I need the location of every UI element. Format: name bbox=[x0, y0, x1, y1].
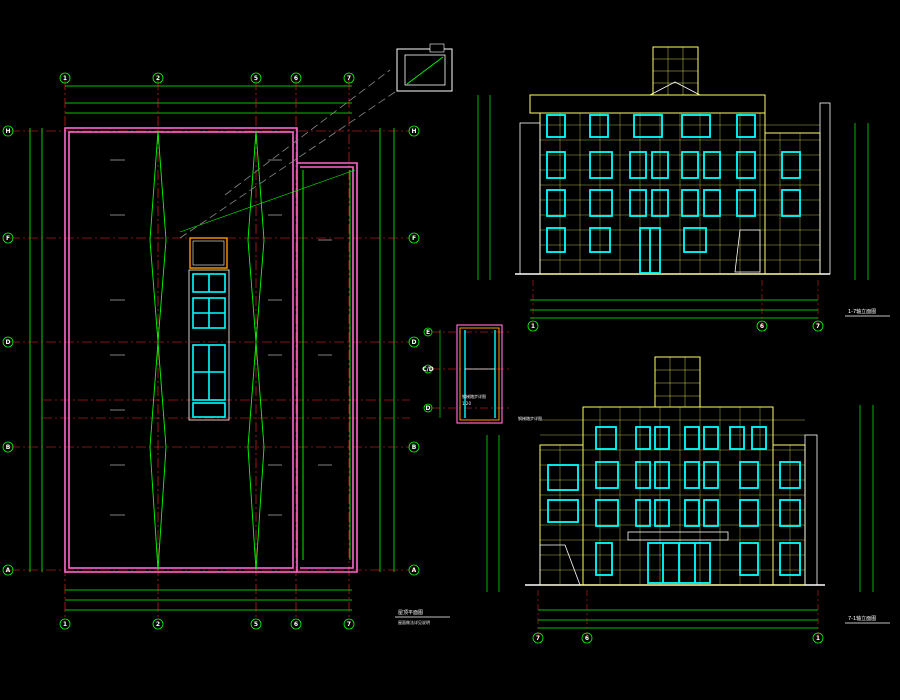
plan-grid-bottom: 1 2 5 6 7 bbox=[59, 618, 355, 630]
grid-label: 7 bbox=[347, 75, 351, 82]
grid-label: C/D bbox=[422, 366, 434, 373]
grid-label: 6 bbox=[294, 621, 298, 628]
grid-label: A bbox=[412, 567, 417, 574]
grid-label: 6 bbox=[760, 323, 764, 330]
grid-label: 5 bbox=[254, 75, 258, 82]
plan-title: 屋顶平面图 bbox=[398, 610, 423, 616]
grid-label: B bbox=[6, 444, 11, 451]
detail-label: 钢梯踏步详图 bbox=[462, 393, 486, 399]
plan-grid-right: H F D B A bbox=[408, 125, 420, 576]
grid-label: F bbox=[412, 235, 416, 242]
grid-label: D bbox=[6, 339, 11, 346]
grid-label: 2 bbox=[156, 75, 160, 82]
plan-grid-left: H F D B A bbox=[2, 125, 14, 576]
grid-label: 6 bbox=[294, 75, 298, 82]
elevation-bottom-title: 7-1轴立面图 bbox=[848, 615, 876, 622]
elevation-top: 1 6 7 1-7轴立面图 bbox=[477, 46, 890, 332]
grid-label: 1 bbox=[531, 323, 535, 330]
elevation-bottom-grid: 7 6 1 bbox=[532, 632, 824, 644]
grid-label: H bbox=[411, 128, 416, 135]
grid-label: 1 bbox=[63, 75, 67, 82]
stair-shaft bbox=[188, 237, 230, 421]
grid-label: 5 bbox=[254, 621, 258, 628]
plan-grid-top: 1 2 5 6 7 bbox=[59, 72, 355, 84]
detail-scale: 1:20 bbox=[462, 401, 471, 406]
grid-label: F bbox=[6, 235, 10, 242]
grid-label: E bbox=[426, 329, 430, 336]
elevation-top-grid: 1 6 7 bbox=[527, 320, 824, 332]
roof-plan: 1 2 5 6 7 1 2 5 6 7 H F D bbox=[2, 69, 450, 630]
grid-label: 2 bbox=[156, 621, 160, 628]
grid-label: 7 bbox=[816, 323, 820, 330]
elevation-top-title: 1-7轴立面图 bbox=[848, 308, 876, 315]
elevation-bottom: 7 6 1 钢梯踏步详图 7-1轴立面图 bbox=[486, 356, 890, 644]
grid-label: D bbox=[426, 405, 431, 412]
grid-label: 1 bbox=[816, 635, 820, 642]
grid-label: 6 bbox=[585, 635, 589, 642]
grid-label: A bbox=[6, 567, 11, 574]
grid-label: 7 bbox=[347, 621, 351, 628]
grid-label: D bbox=[412, 339, 417, 346]
zoom-detail-box bbox=[396, 43, 453, 92]
grid-label: H bbox=[5, 128, 10, 135]
stair-detail: E C/D D 钢梯踏步详图 1:20 bbox=[422, 324, 510, 424]
grid-label: 1 bbox=[63, 621, 67, 628]
grid-label: 7 bbox=[536, 635, 540, 642]
elevation-bottom-note: 钢梯踏步详图 bbox=[518, 415, 542, 421]
plan-subtitle: 屋面做法详见说明 bbox=[398, 619, 430, 625]
grid-label: B bbox=[412, 444, 417, 451]
